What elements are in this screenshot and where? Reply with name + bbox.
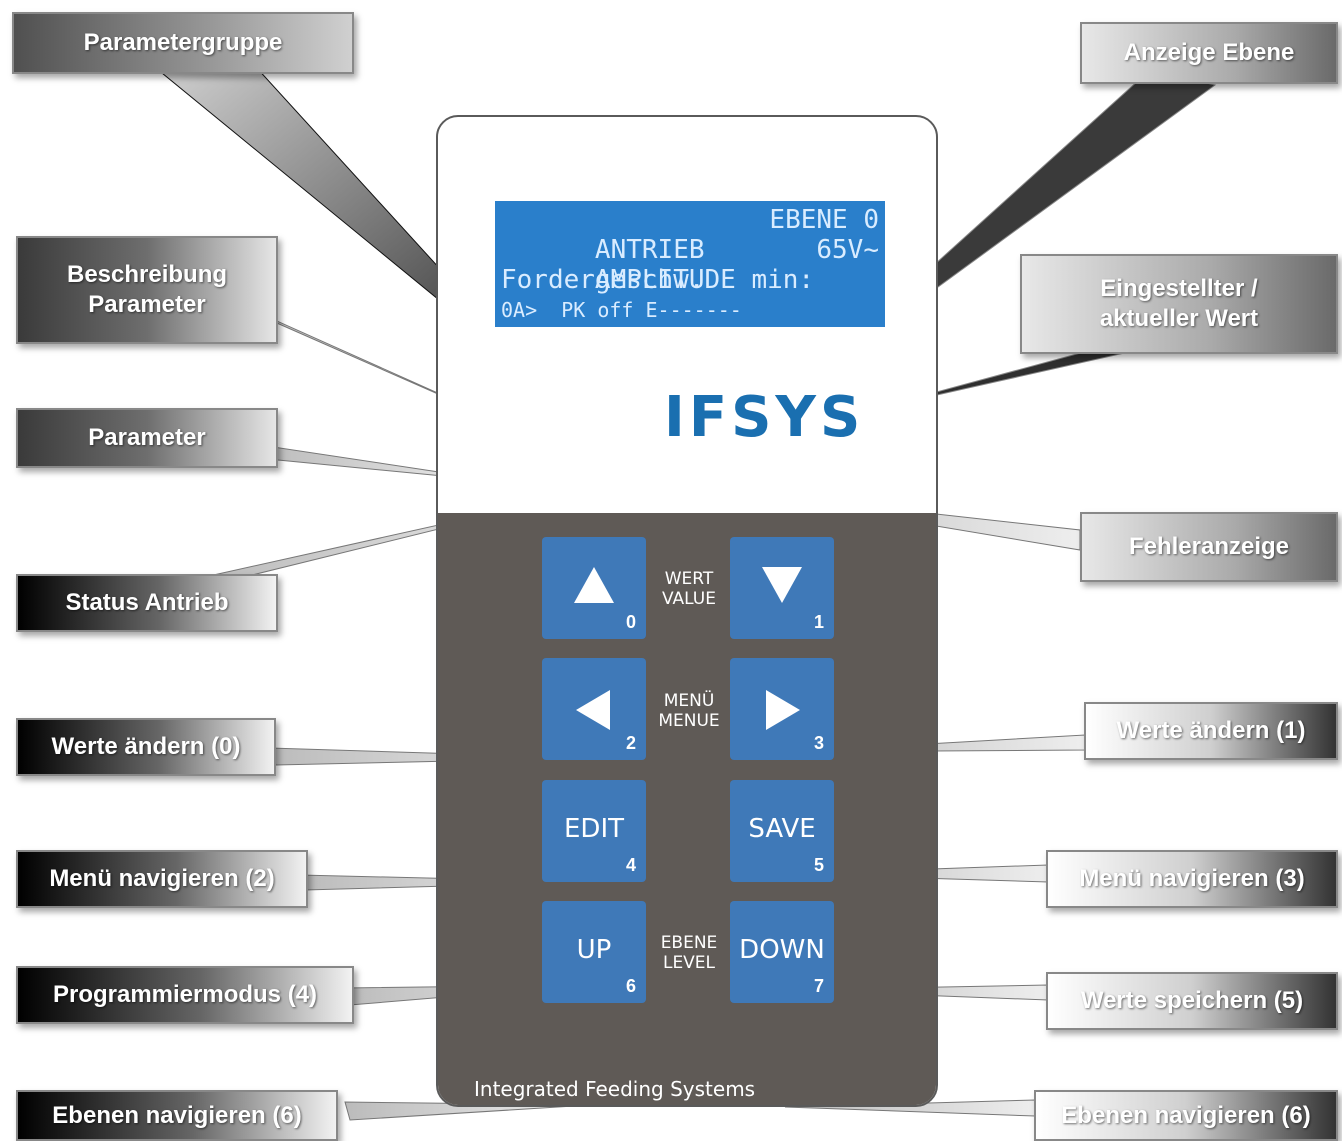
lcd-description: Fordergeschw.: [501, 265, 705, 295]
key-label: UP: [576, 935, 612, 965]
key-number: 2: [625, 733, 636, 753]
group-label-de: MENÜ: [663, 691, 715, 711]
key-number: 7: [813, 976, 824, 996]
key-save[interactable]: SAVE 5: [730, 780, 834, 882]
callout-text: Fehleranzeige: [1128, 533, 1290, 560]
callout-text: Werte ändern (1): [1116, 717, 1306, 744]
callout-status-antrieb: Status Antrieb: [16, 574, 278, 632]
callout-text: Programmiermodus (4): [52, 981, 318, 1008]
lcd-value: 65V~: [816, 235, 879, 265]
callout-werte-speichern-5: Werte speichern (5): [1046, 972, 1338, 1030]
key-label: EDIT: [564, 814, 624, 844]
callout-text: Ebenen navigieren (6): [1061, 1101, 1311, 1129]
key-menu-right[interactable]: 3: [730, 658, 834, 760]
keypad: 0 WERT VALUE 1 2 MENÜ MENUE 3 EDIT 4: [438, 513, 936, 1105]
ifsys-logo: IFSYS: [664, 385, 865, 450]
lcd-parameter: AMPLITUDE min:: [594, 265, 815, 295]
key-number: 4: [625, 855, 636, 875]
key-number: 0: [625, 612, 636, 632]
lcd-display: ANTRIEB EBENE 0 AMPLITUDE min: 65V~ Ford…: [495, 201, 885, 327]
group-label-en: VALUE: [662, 589, 716, 609]
arrow-down-icon: [762, 567, 802, 603]
callout-parameter: Parameter: [16, 408, 278, 468]
key-number: 6: [625, 976, 636, 996]
lcd-line-2: AMPLITUDE min: 65V~: [501, 235, 879, 295]
key-label: SAVE: [748, 814, 816, 844]
key-level-down[interactable]: DOWN 7: [730, 901, 834, 1003]
key-number: 1: [813, 612, 824, 632]
callout-ebenen-navigieren-right: Ebenen navigieren (6): [1034, 1090, 1338, 1141]
callout-text: Menü navigieren (3): [1079, 865, 1305, 892]
key-edit[interactable]: EDIT 4: [542, 780, 646, 882]
callout-beschreibung-parameter: Beschreibung Parameter: [16, 236, 278, 344]
callout-text: Werte speichern (5): [1080, 987, 1304, 1014]
lcd-line-1: ANTRIEB EBENE 0: [501, 205, 879, 265]
callout-anzeige-ebene: Anzeige Ebene: [1080, 22, 1338, 84]
key-menu-left[interactable]: 2: [542, 658, 646, 760]
arrow-left-icon: [576, 690, 610, 730]
callout-text-line-2: aktueller Wert: [1099, 305, 1259, 332]
lcd-status: 0A> PK off E-------: [501, 298, 742, 322]
callout-werte-aendern-1: Werte ändern (1): [1084, 702, 1338, 760]
callout-text-line-2: Parameter: [88, 291, 206, 318]
group-label-en: MENUE: [658, 711, 720, 731]
callout-menue-navigieren-2: Menü navigieren (2): [16, 850, 308, 908]
callout-text: Ebenen navigieren (6): [52, 1101, 302, 1129]
callout-parametergruppe: Parametergruppe: [12, 12, 354, 74]
brand-footer: Integrated Feeding Systems: [474, 1077, 756, 1101]
callout-ebenen-navigieren-left: Ebenen navigieren (6): [16, 1090, 338, 1141]
lcd-parameter-group: ANTRIEB: [594, 235, 705, 265]
callout-text-line-1: Beschreibung: [66, 261, 228, 288]
key-number: 3: [813, 733, 824, 753]
controller-device: ANTRIEB EBENE 0 AMPLITUDE min: 65V~ Ford…: [436, 115, 938, 1107]
arrow-up-icon: [574, 567, 614, 603]
callout-fehleranzeige: Fehleranzeige: [1080, 512, 1338, 582]
key-number: 5: [813, 855, 824, 875]
lcd-level: EBENE 0: [769, 205, 879, 235]
callout-eingestellter-wert: Eingestellter / aktueller Wert: [1020, 254, 1338, 354]
callout-menue-navigieren-3: Menü navigieren (3): [1046, 850, 1338, 908]
group-label-de: WERT: [664, 569, 714, 589]
callout-text: Parameter: [88, 424, 206, 451]
group-label-value: WERT VALUE: [644, 569, 734, 609]
callout-text: Parametergruppe: [83, 29, 283, 56]
callout-text: Status Antrieb: [65, 589, 229, 616]
group-label-level: EBENE LEVEL: [644, 933, 734, 973]
key-level-up[interactable]: UP 6: [542, 901, 646, 1003]
callout-text-line-1: Eingestellter /: [1100, 275, 1258, 302]
key-value-up[interactable]: 0: [542, 537, 646, 639]
callout-text: Werte ändern (0): [51, 733, 241, 760]
key-label: DOWN: [739, 935, 825, 965]
callout-werte-aendern-0: Werte ändern (0): [16, 718, 276, 776]
callout-programmiermodus-4: Programmiermodus (4): [16, 966, 354, 1024]
group-label-menu: MENÜ MENUE: [644, 691, 734, 731]
group-label-en: LEVEL: [662, 953, 716, 973]
callout-text: Menü navigieren (2): [49, 865, 275, 892]
key-value-down[interactable]: 1: [730, 537, 834, 639]
callout-text: Anzeige Ebene: [1123, 39, 1295, 66]
group-label-de: EBENE: [660, 933, 718, 953]
arrow-right-icon: [766, 690, 800, 730]
